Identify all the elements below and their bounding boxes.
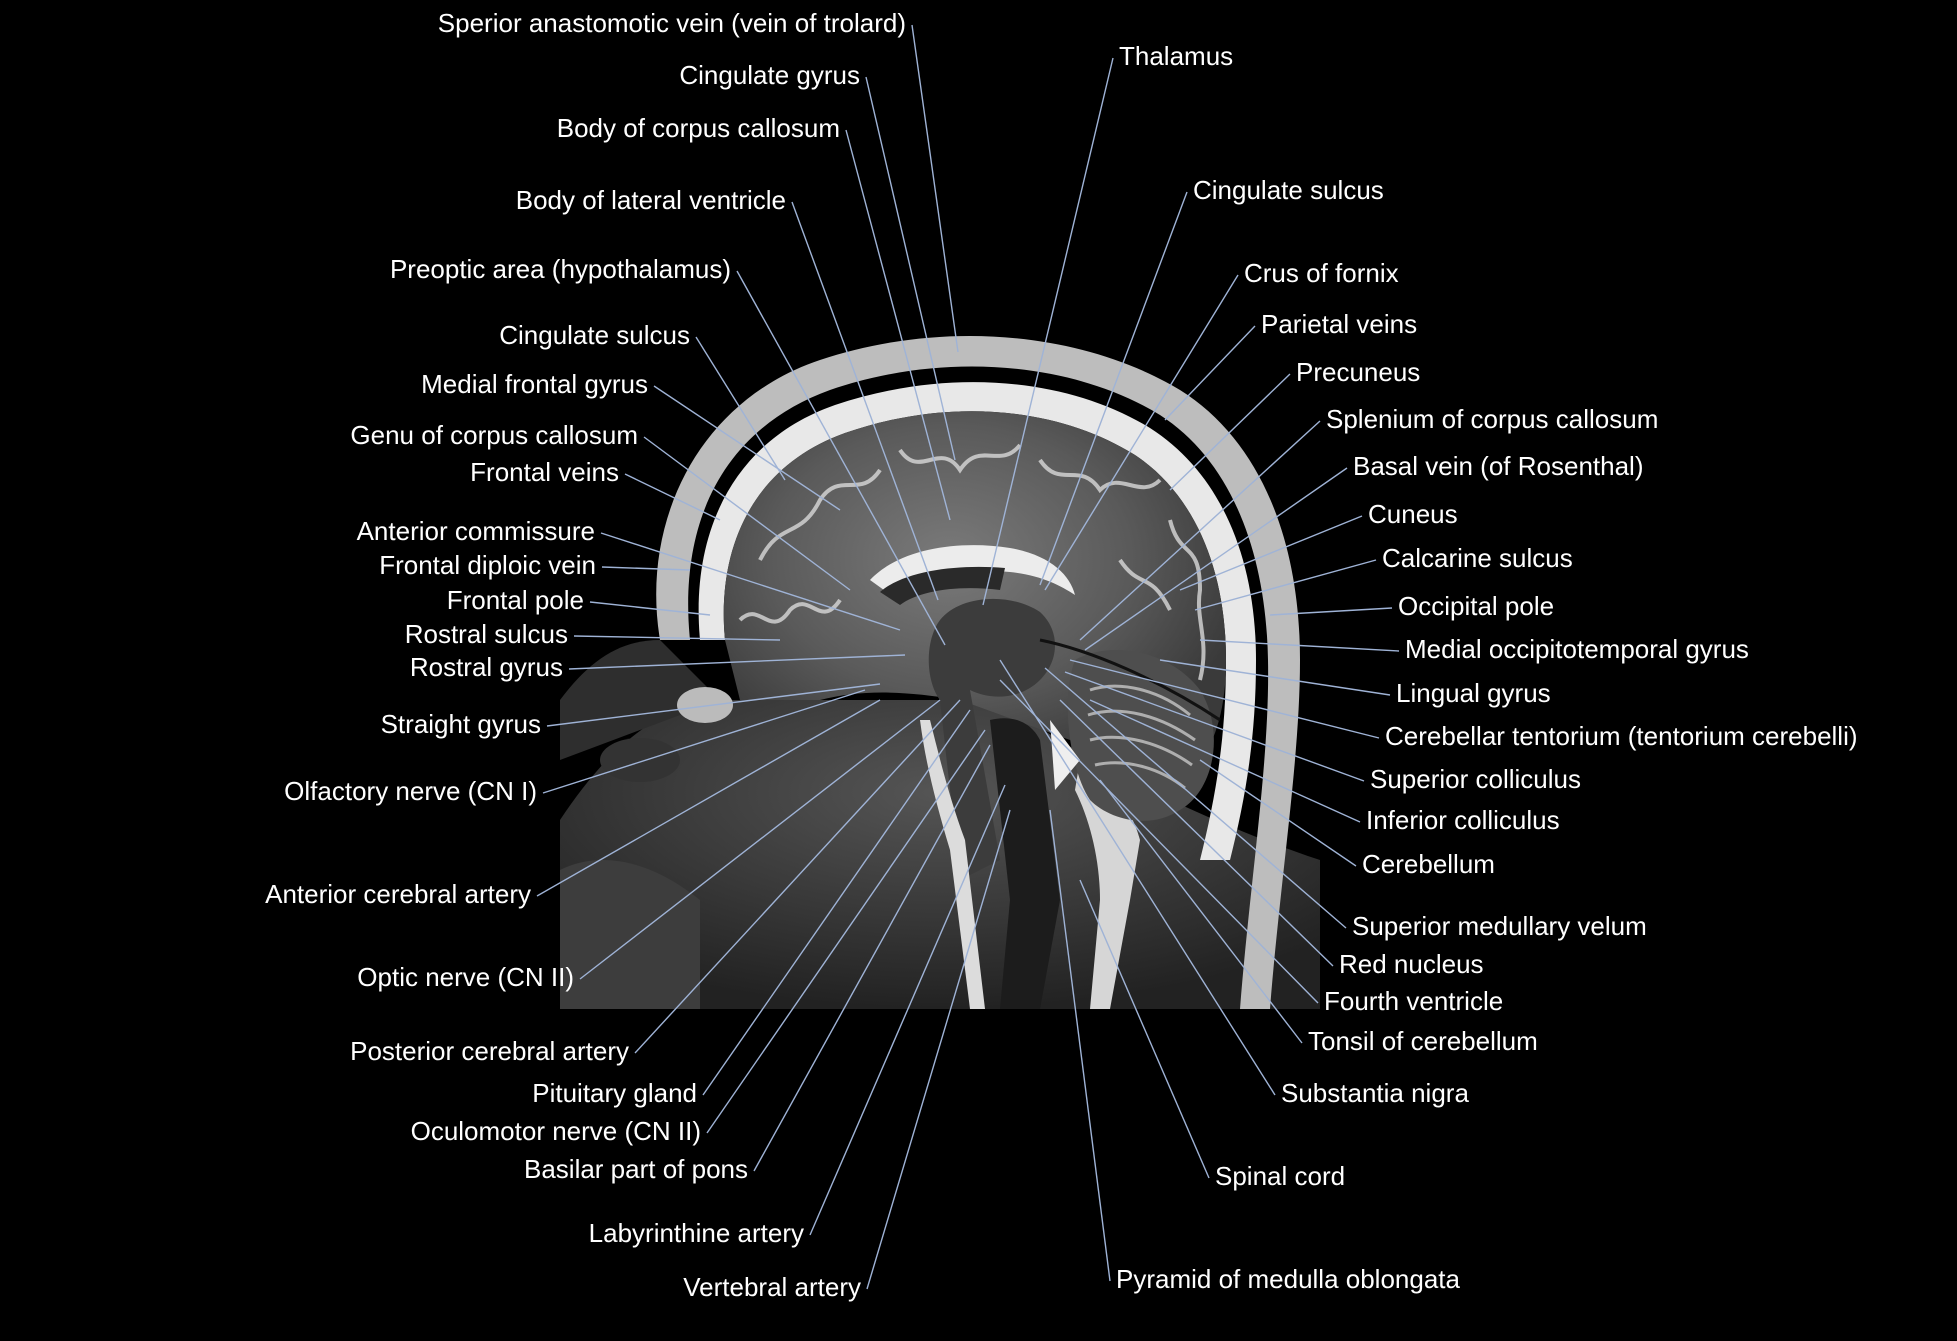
label-optic-nerve-cn-ii: Optic nerve (CN II) xyxy=(357,962,574,992)
leader-line-parietal-veins xyxy=(1164,325,1256,421)
leader-line-olfactory-nerve-cn-i xyxy=(542,689,866,794)
leader-line-frontal-pole xyxy=(589,601,711,616)
label-superior-colliculus: Superior colliculus xyxy=(1370,764,1581,794)
label-tonsil-of-cerebellum: Tonsil of cerebellum xyxy=(1308,1026,1538,1056)
leader-line-fourth-ventricle xyxy=(999,679,1319,1004)
label-frontal-veins: Frontal veins xyxy=(470,457,619,487)
leader-line-anterior-cerebral-artery xyxy=(536,699,881,897)
label-layer: Sperior anastomotic vein (vein of trolar… xyxy=(265,8,1857,1302)
label-lingual-gyrus: Lingual gyrus xyxy=(1396,678,1551,708)
leader-line-cingulate-sulcus xyxy=(695,336,786,481)
leader-line-basilar-part-of-pons xyxy=(753,744,991,1172)
label-fourth-ventricle: Fourth ventricle xyxy=(1324,986,1503,1016)
leader-line-preoptic-area-hypothalamus xyxy=(736,270,946,646)
label-rostral-gyrus: Rostral gyrus xyxy=(410,652,563,682)
label-cerebellar-tentorium-tentorium-cerebelli: Cerebellar tentorium (tentorium cerebell… xyxy=(1385,721,1858,751)
leader-line-vertebral-artery xyxy=(866,809,1011,1290)
label-cingulate-sulcus: Cingulate sulcus xyxy=(1193,175,1384,205)
label-red-nucleus: Red nucleus xyxy=(1339,949,1484,979)
leader-line-optic-nerve-cn-ii xyxy=(579,699,941,980)
label-precuneus: Precuneus xyxy=(1296,357,1420,387)
label-pituitary-gland: Pituitary gland xyxy=(532,1078,697,1108)
label-anterior-commissure: Anterior commissure xyxy=(357,516,595,546)
label-body-of-lateral-ventricle: Body of lateral ventricle xyxy=(516,185,786,215)
label-frontal-diploic-vein: Frontal diploic vein xyxy=(379,550,596,580)
leader-line-cingulate-gyrus xyxy=(865,76,956,461)
label-cingulate-sulcus: Cingulate sulcus xyxy=(499,320,690,350)
leader-line-occipital-pole xyxy=(1269,607,1393,616)
leader-line-frontal-diploic-vein xyxy=(601,566,691,571)
label-frontal-pole: Frontal pole xyxy=(447,585,584,615)
label-rostral-sulcus: Rostral sulcus xyxy=(405,619,568,649)
label-substantia-nigra: Substantia nigra xyxy=(1281,1078,1469,1108)
leader-line-basal-vein-of-rosenthal xyxy=(1084,467,1348,651)
leader-line-precuneus xyxy=(1169,373,1291,491)
label-medial-occipitotemporal-gyrus: Medial occipitotemporal gyrus xyxy=(1405,634,1749,664)
label-occipital-pole: Occipital pole xyxy=(1398,591,1554,621)
label-cingulate-gyrus: Cingulate gyrus xyxy=(679,60,860,90)
label-anterior-cerebral-artery: Anterior cerebral artery xyxy=(265,879,531,909)
leader-line-rostral-gyrus xyxy=(568,654,906,670)
leader-line-frontal-veins xyxy=(624,473,721,521)
leader-line-rostral-sulcus xyxy=(573,635,781,641)
leader-lines xyxy=(536,24,1400,1290)
leader-line-cerebellum xyxy=(1199,759,1357,867)
label-straight-gyrus: Straight gyrus xyxy=(381,709,541,739)
leader-line-lingual-gyrus xyxy=(1159,659,1391,696)
leader-line-thalamus xyxy=(982,57,1114,606)
label-thalamus: Thalamus xyxy=(1119,41,1233,71)
leader-line-cerebellar-tentorium-tentorium-cerebelli xyxy=(1069,659,1380,739)
leader-line-pyramid-of-medulla-oblongata xyxy=(1049,809,1111,1282)
label-basal-vein-of-rosenthal: Basal vein (of Rosenthal) xyxy=(1353,451,1643,481)
label-inferior-colliculus: Inferior colliculus xyxy=(1366,805,1560,835)
leader-line-posterior-cerebral-artery xyxy=(634,699,961,1054)
leader-line-genu-of-corpus-callosum xyxy=(643,436,851,591)
label-pyramid-of-medulla-oblongata: Pyramid of medulla oblongata xyxy=(1116,1264,1461,1294)
label-cerebellum: Cerebellum xyxy=(1362,849,1495,879)
label-cuneus: Cuneus xyxy=(1368,499,1458,529)
leader-line-superior-colliculus xyxy=(1064,671,1365,782)
leader-line-splenium-of-corpus-callosum xyxy=(1079,420,1321,641)
label-sperior-anastomotic-vein-vein-of-trolard: Sperior anastomotic vein (vein of trolar… xyxy=(438,8,906,38)
leader-line-body-of-corpus-callosum xyxy=(845,129,951,521)
leader-line-crus-of-fornix xyxy=(1044,274,1239,591)
label-body-of-corpus-callosum: Body of corpus callosum xyxy=(557,113,840,143)
sagittal-mri-brain-image xyxy=(560,336,1320,1009)
label-spinal-cord: Spinal cord xyxy=(1215,1161,1345,1191)
leader-line-red-nucleus xyxy=(1059,699,1334,967)
label-parietal-veins: Parietal veins xyxy=(1261,309,1417,339)
label-genu-of-corpus-callosum: Genu of corpus callosum xyxy=(350,420,638,450)
label-preoptic-area-hypothalamus: Preoptic area (hypothalamus) xyxy=(390,254,731,284)
leader-line-medial-frontal-gyrus xyxy=(653,385,841,511)
leader-line-body-of-lateral-ventricle xyxy=(791,201,939,601)
leader-line-superior-medullary-velum xyxy=(1044,667,1347,929)
leader-line-anterior-commissure xyxy=(600,532,901,631)
leader-line-cingulate-sulcus xyxy=(1039,191,1188,586)
label-calcarine-sulcus: Calcarine sulcus xyxy=(1382,543,1573,573)
leader-line-inferior-colliculus xyxy=(1089,699,1361,823)
leader-line-straight-gyrus xyxy=(546,683,881,727)
leader-line-sperior-anastomotic-vein-vein-of-trolard xyxy=(911,24,959,353)
leader-line-oculomotor-nerve-cn-ii xyxy=(706,729,986,1134)
label-crus-of-fornix: Crus of fornix xyxy=(1244,258,1399,288)
label-splenium-of-corpus-callosum: Splenium of corpus callosum xyxy=(1326,404,1658,434)
leader-line-medial-occipitotemporal-gyrus xyxy=(1199,639,1400,652)
label-posterior-cerebral-artery: Posterior cerebral artery xyxy=(350,1036,629,1066)
leader-line-calcarine-sulcus xyxy=(1194,559,1377,611)
leader-line-tonsil-of-cerebellum xyxy=(1099,779,1303,1044)
leader-line-labyrinthine-artery xyxy=(809,784,1006,1236)
label-medial-frontal-gyrus: Medial frontal gyrus xyxy=(421,369,648,399)
label-oculomotor-nerve-cn-ii: Oculomotor nerve (CN II) xyxy=(411,1116,701,1146)
leader-line-spinal-cord xyxy=(1079,879,1210,1179)
label-basilar-part-of-pons: Basilar part of pons xyxy=(524,1154,748,1184)
leader-line-cuneus xyxy=(1179,515,1363,591)
leader-line-substantia-nigra xyxy=(999,659,1276,1096)
leader-line-pituitary-gland xyxy=(702,709,971,1096)
label-vertebral-artery: Vertebral artery xyxy=(683,1272,861,1302)
label-superior-medullary-velum: Superior medullary velum xyxy=(1352,911,1647,941)
label-olfactory-nerve-cn-i: Olfactory nerve (CN I) xyxy=(284,776,537,806)
label-labyrinthine-artery: Labyrinthine artery xyxy=(589,1218,804,1248)
